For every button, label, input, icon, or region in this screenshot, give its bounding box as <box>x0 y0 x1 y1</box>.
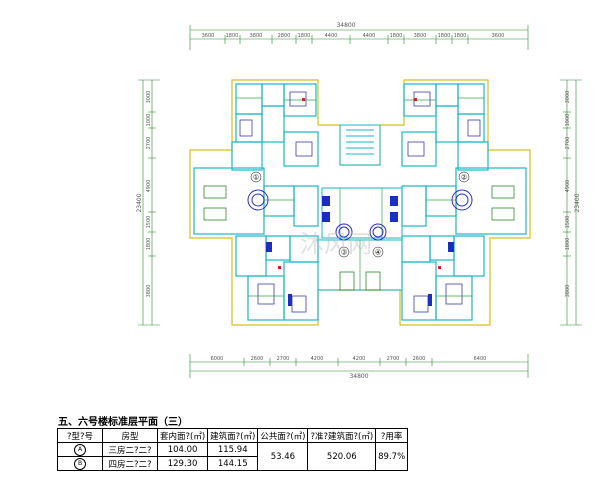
right-dimension-chain <box>560 79 582 326</box>
header-build-area: 建筑面?(㎡) <box>207 428 259 443</box>
unit-markers <box>250 171 470 258</box>
svg-text:1800: 1800 <box>438 33 451 39</box>
svg-text:1800: 1800 <box>565 238 571 251</box>
svg-text:3800: 3800 <box>565 285 571 298</box>
dim-left-labels: 3000 1000 2700 4900 1500 1800 3800 23400 <box>136 91 152 298</box>
svg-text:4900: 4900 <box>565 180 571 193</box>
header-public-area: 公共面?(㎡) <box>257 428 309 443</box>
svg-text:4400: 4400 <box>363 33 376 39</box>
elevators <box>266 196 454 306</box>
floor-plan: 34800 3600 1800 3800 2800 1800 4400 4400… <box>136 22 582 380</box>
shared-std-build-area: 520.06 <box>307 442 377 471</box>
svg-text:2600: 2600 <box>413 356 426 362</box>
header-inner-area: 套内面?(㎡) <box>156 428 209 443</box>
svg-text:1500: 1500 <box>565 216 571 229</box>
unit-code-b: B <box>74 457 86 470</box>
svg-text:2700: 2700 <box>565 137 571 150</box>
shared-rate: 89.7% <box>375 442 409 471</box>
sofas <box>203 185 515 291</box>
table-row: B 四房二?二? 129.30 144.15 <box>57 456 408 471</box>
row-type: 三房二?二? <box>102 442 158 457</box>
svg-text:2700: 2700 <box>277 356 290 362</box>
left-wing-rooms <box>193 83 319 321</box>
svg-text:2700: 2700 <box>146 137 152 150</box>
dim-left-total: 23400 <box>136 193 143 212</box>
unit-label-2: ② <box>461 174 467 182</box>
svg-text:3000: 3000 <box>146 91 152 104</box>
header-std-build-area: ?准?建筑面?(㎡) <box>307 428 377 443</box>
svg-text:1800: 1800 <box>226 33 239 39</box>
watermark: 沐风网 <box>300 230 372 258</box>
svg-text:3800: 3800 <box>146 285 152 298</box>
unit-label-3: ③ <box>341 249 347 257</box>
svg-text:1800: 1800 <box>146 238 152 251</box>
shared-public-area: 53.46 <box>257 442 309 471</box>
svg-text:1800: 1800 <box>454 33 467 39</box>
unit-schedule-table: ?型?号 房型 套内面?(㎡) 建筑面?(㎡) 公共面?(㎡) ?准?建筑面?(… <box>57 428 409 471</box>
header-rate: ?用率 <box>375 428 409 443</box>
table-header-row: ?型?号 房型 套内面?(㎡) 建筑面?(㎡) 公共面?(㎡) ?准?建筑面?(… <box>57 428 409 443</box>
plan-caption: 五、六号楼标准层平面（三） <box>58 417 188 428</box>
header-type: 房型 <box>102 428 158 443</box>
svg-text:3600: 3600 <box>492 33 505 39</box>
svg-text:3000: 3000 <box>565 91 571 104</box>
svg-text:1000: 1000 <box>146 114 152 127</box>
dim-right-total: 23400 <box>574 193 581 212</box>
dim-bottom-labels: 6000 2600 2700 4200 4200 2700 2600 6400 <box>211 356 487 362</box>
svg-text:4200: 4200 <box>311 356 324 362</box>
svg-text:3800: 3800 <box>414 33 427 39</box>
dim-right-labels: 3000 1000 2700 4900 1500 1800 3800 23400 <box>565 91 581 298</box>
row-inner-area: 104.00 <box>156 442 209 457</box>
svg-text:1800: 1800 <box>390 33 403 39</box>
dim-top-total: 34800 <box>336 22 355 29</box>
bottom-dimension-chain <box>189 354 529 378</box>
row-type: 四房二?二? <box>102 456 158 471</box>
top-dimension-chain <box>189 25 529 50</box>
svg-text:2800: 2800 <box>278 33 291 39</box>
dim-bottom-total: 34800 <box>349 373 368 380</box>
svg-text:1500: 1500 <box>146 216 152 229</box>
row-build-area: 144.15 <box>207 456 259 471</box>
svg-text:3600: 3600 <box>202 33 215 39</box>
svg-text:6400: 6400 <box>474 356 487 362</box>
furniture-beds <box>239 91 481 313</box>
svg-text:3800: 3800 <box>250 33 263 39</box>
svg-text:6000: 6000 <box>211 356 224 362</box>
unit-label-4: ④ <box>375 249 381 257</box>
svg-text:2600: 2600 <box>251 356 264 362</box>
right-wing-rooms <box>401 83 527 321</box>
svg-text:4900: 4900 <box>146 180 152 193</box>
dim-top-labels: 3600 1800 3800 2800 1800 4400 4400 1800 … <box>202 33 505 39</box>
interior-walls <box>236 97 484 297</box>
svg-text:1000: 1000 <box>565 114 571 127</box>
table-row: A 三房二?二? 104.00 115.94 53.46 520.06 89.7… <box>57 442 409 471</box>
svg-text:2700: 2700 <box>387 356 400 362</box>
svg-text:4400: 4400 <box>325 33 338 39</box>
svg-text:4200: 4200 <box>353 356 366 362</box>
header-code: ?型?号 <box>57 428 103 443</box>
left-dimension-chain <box>138 79 160 326</box>
red-accents <box>278 98 441 269</box>
unit-code-a: A <box>74 443 86 456</box>
dining-tables <box>247 189 473 241</box>
row-inner-area: 129.30 <box>156 456 209 471</box>
row-build-area: 115.94 <box>207 442 259 457</box>
unit-label-1: ① <box>253 174 259 182</box>
svg-text:1800: 1800 <box>298 33 311 39</box>
